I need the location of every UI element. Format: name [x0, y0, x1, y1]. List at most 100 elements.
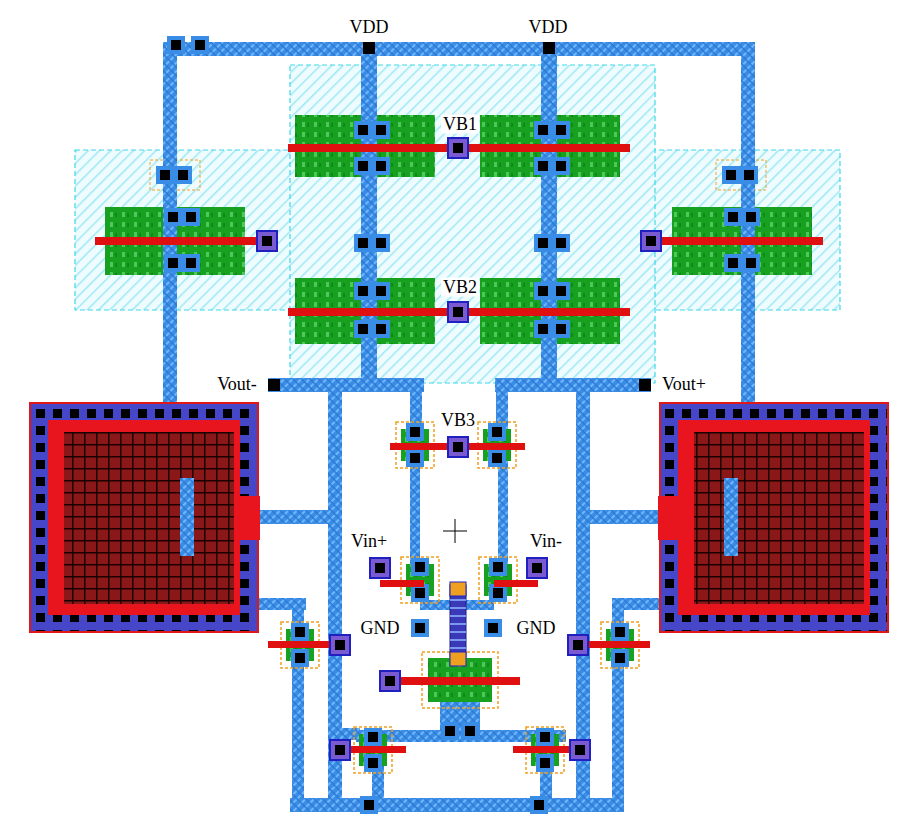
layout-shape: [534, 157, 552, 175]
layout-shape: [390, 677, 520, 685]
layout-shape: [257, 231, 277, 251]
layout-shape: [372, 234, 390, 252]
signal-label: Vin-: [528, 532, 564, 551]
layout-shape: [410, 460, 420, 570]
layout-shape: [534, 234, 552, 252]
layout-shape: [411, 619, 429, 637]
contact: [156, 36, 760, 814]
signal-label: Vout+: [660, 375, 708, 394]
signal-label: Vout-: [215, 375, 259, 394]
layout-shape: [534, 121, 552, 139]
layout-shape: [552, 157, 570, 175]
layout-shape: [494, 580, 538, 587]
signal-label: VB3: [439, 411, 477, 430]
layout-shape: [372, 121, 390, 139]
layout-shape: [48, 420, 240, 615]
layout-shape: [740, 166, 758, 184]
layout-shape: [660, 403, 888, 632]
layout-shape: [156, 166, 174, 184]
layout-shape: [372, 157, 390, 175]
layout-shape: [552, 320, 570, 338]
layout-shape: [552, 121, 570, 139]
layout-shape: [268, 378, 424, 392]
signal-label: Vin+: [349, 532, 389, 551]
layout-shape: [354, 320, 372, 338]
layout-shape: [180, 478, 194, 556]
layout-shape: [182, 208, 200, 226]
layout-shape: [370, 558, 390, 578]
pin-marker: [268, 42, 651, 391]
layout-shape: [363, 42, 375, 54]
layout-shape: [448, 302, 468, 322]
layout-shape: [191, 36, 209, 54]
signal-label: VDD: [527, 18, 570, 37]
gate-contact: [257, 138, 661, 760]
tail-strap: [450, 582, 466, 666]
layout-shape: [252, 510, 332, 524]
layout-shape: [484, 619, 502, 637]
layout-shape: [163, 42, 755, 56]
signal-label: GND: [359, 619, 402, 638]
layout-shape: [534, 320, 552, 338]
layout-shape: [724, 478, 738, 556]
layout-shape: [641, 231, 661, 251]
layout-shape: [360, 796, 378, 814]
layout-shape: [534, 282, 552, 300]
poly-gate: [95, 144, 823, 753]
layout-shape: [498, 460, 508, 570]
layout-shape: [268, 379, 280, 391]
layout-shape: [552, 234, 570, 252]
signal-label: GND: [515, 619, 558, 638]
layout-shape: [330, 635, 350, 655]
pmos-diffusion: [105, 115, 812, 344]
layout-shape: [570, 740, 590, 760]
layout-shape: [290, 798, 620, 812]
layout-shape: [290, 65, 655, 383]
layout-shape: [372, 282, 390, 300]
layout-shape: [495, 378, 651, 392]
signal-label: VB1: [441, 115, 479, 134]
layout-shape: [552, 282, 570, 300]
layout-shape: [450, 652, 466, 666]
layout-shape: [678, 420, 870, 615]
layout-shape: [639, 379, 651, 391]
layout-shape: [236, 496, 260, 540]
layout-shape: [450, 592, 466, 648]
layout-shape: [742, 254, 760, 272]
layout-shape: [354, 234, 372, 252]
layout-shape: [30, 403, 258, 632]
layout-shape: [530, 796, 548, 814]
layout-shape: [568, 635, 588, 655]
layout-shape: [724, 208, 742, 226]
layout-shape: [164, 254, 182, 272]
layout-shape: [588, 510, 664, 524]
layout-shape: [95, 237, 267, 245]
layout-shape: [448, 437, 468, 457]
signal-label: VB2: [441, 278, 479, 297]
layout-shape: [174, 166, 192, 184]
layout-shape: [722, 166, 740, 184]
layout-shape: [441, 722, 459, 740]
layout-shape: [380, 671, 400, 691]
layout-shape: [461, 722, 479, 740]
layout-shape: [694, 432, 864, 604]
layout-shape: [527, 558, 547, 578]
layout-shape: [651, 237, 823, 245]
layout-shape: [164, 208, 182, 226]
layout-shape: [167, 36, 185, 54]
layout-shape: [543, 42, 555, 54]
layout-shape: [372, 320, 390, 338]
layout-shape: [182, 254, 200, 272]
layout-shape: [450, 582, 466, 596]
layout-shape: [455, 519, 456, 543]
layout-shape: [380, 580, 424, 587]
layout-shape: [64, 432, 234, 604]
layout-shape: [354, 282, 372, 300]
layout-shape: [658, 496, 682, 540]
layout-shape: [724, 254, 742, 272]
origin-crosshair: [443, 519, 467, 543]
layout-shape: [330, 740, 350, 760]
layout-shape: [354, 121, 372, 139]
